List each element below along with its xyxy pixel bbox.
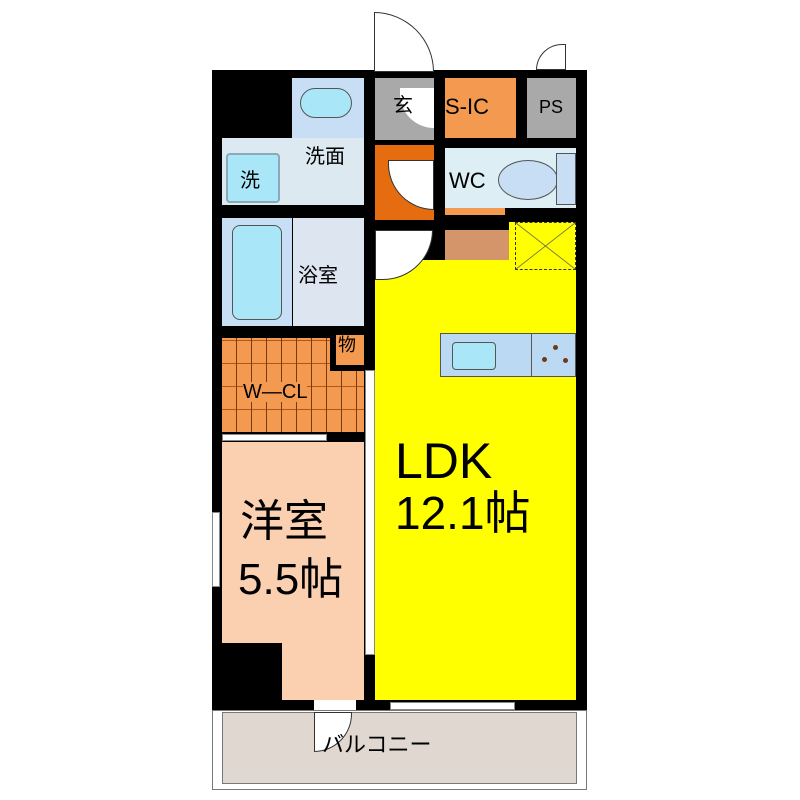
pipe-space xyxy=(527,78,576,138)
stove xyxy=(531,333,576,377)
kitchen-sink xyxy=(452,342,496,370)
balcony xyxy=(222,712,577,784)
sliding-door xyxy=(365,370,375,655)
label-storage: 物 xyxy=(338,335,356,356)
pillar xyxy=(222,643,282,700)
label-bath: 浴室 xyxy=(298,263,338,287)
bathroom xyxy=(293,218,364,326)
label-senmen: 洗面 xyxy=(305,144,345,168)
balcony-door xyxy=(314,700,356,710)
toilet-tank xyxy=(556,153,576,205)
burner-icon xyxy=(553,345,558,350)
label-wc: WC xyxy=(449,168,486,193)
label-washer: 洗 xyxy=(240,168,260,192)
toilet-strip xyxy=(445,208,505,215)
washer-pan xyxy=(226,153,280,203)
burner-icon xyxy=(563,358,568,363)
entry-door xyxy=(374,12,434,72)
toilet-bowl xyxy=(498,160,558,200)
label-sic: S-IC xyxy=(445,94,489,119)
label-western-size: 5.5帖 xyxy=(238,555,344,604)
label-wcl: W—CL xyxy=(243,381,308,403)
window-west xyxy=(212,512,220,587)
label-ps: PS xyxy=(539,97,564,117)
cupboard xyxy=(445,230,509,260)
washbasin xyxy=(300,88,352,118)
label-ldk-name: LDK xyxy=(395,433,493,489)
ldk-window xyxy=(390,702,515,710)
burner-icon xyxy=(542,357,547,362)
label-western-name: 洋室 xyxy=(240,496,328,547)
ps-door xyxy=(536,44,566,70)
shoe-closet xyxy=(445,78,516,138)
bathtub xyxy=(232,225,282,320)
label-ldk-size: 12.1帖 xyxy=(395,487,531,539)
hall-door-swing xyxy=(388,160,434,210)
closet-door xyxy=(222,434,327,441)
storage-inner xyxy=(336,335,364,365)
label-genkan: 玄 xyxy=(393,93,413,117)
fridge-space xyxy=(515,222,576,270)
label-balcony: バルコニー xyxy=(322,733,432,758)
